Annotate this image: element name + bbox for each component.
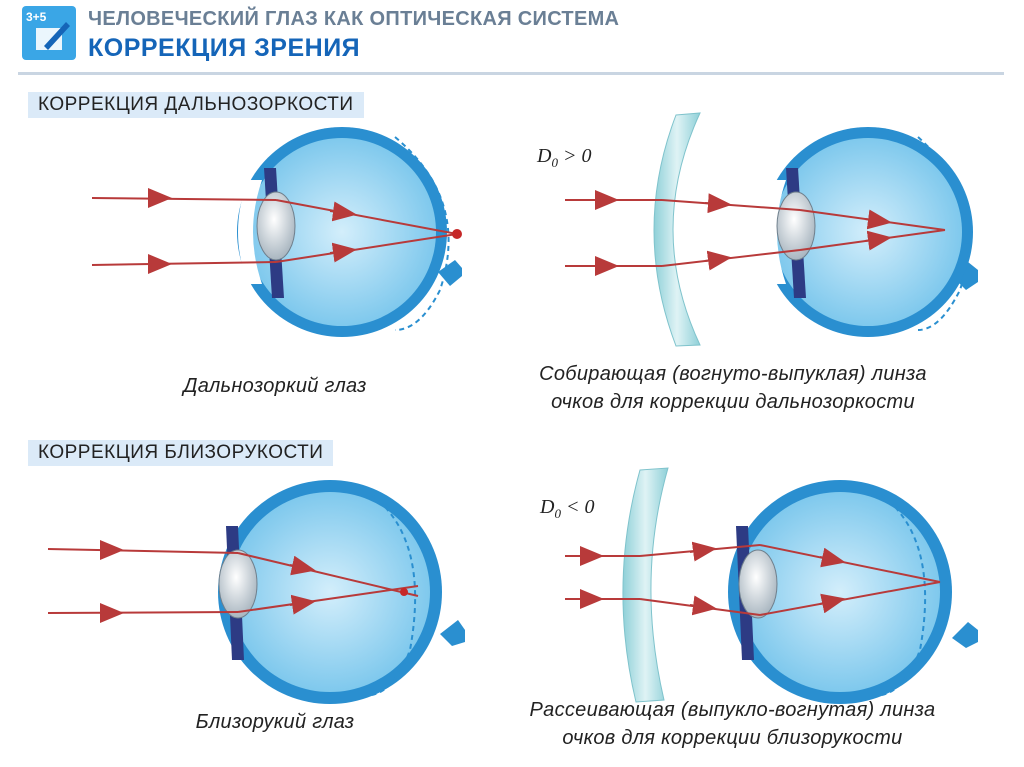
normal-eye-outline xyxy=(394,136,450,331)
lens-power-relation: > 0 xyxy=(557,145,592,167)
lens-power-label-converging: D0 > 0 xyxy=(537,145,591,171)
caption-diverging-lens: Рассеивающая (выпукло-вогнутая) линза оч… xyxy=(460,696,1005,752)
ray-arrow xyxy=(689,541,717,562)
ray xyxy=(47,548,239,554)
crystalline-lens xyxy=(218,549,258,619)
ray-arrow xyxy=(864,230,892,251)
caption-myopic-eye: Близорукий глаз xyxy=(195,711,355,733)
ray-arrow xyxy=(864,209,892,230)
normal-eye-outline xyxy=(881,494,927,696)
lens-power-label-diverging: D0 < 0 xyxy=(540,496,594,522)
focus-point xyxy=(452,229,462,239)
logo-text: 3+5 xyxy=(26,10,47,24)
caption-line: очков для коррекции дальнозоркости xyxy=(551,391,915,413)
optic-nerve xyxy=(952,622,978,648)
ray-arrow xyxy=(819,547,846,568)
eye-hyperopic-corrected xyxy=(565,112,978,347)
ray xyxy=(237,552,419,597)
lens-power-subscript: 0 xyxy=(551,155,558,170)
ray xyxy=(91,261,277,266)
lens-power-symbol: D xyxy=(537,145,552,167)
eye-myopic-corrected xyxy=(565,467,978,704)
ray-arrow xyxy=(819,593,846,614)
section-label-hyperopia: КОРРЕКЦИЯ ДАЛЬНОЗОРКОСТИ xyxy=(28,92,364,118)
caption-line: очков для коррекции близорукости xyxy=(562,727,903,749)
cornea xyxy=(238,180,262,284)
converging-lens xyxy=(653,112,701,347)
cornea xyxy=(200,540,224,644)
header-divider xyxy=(18,72,1004,75)
optic-nerve xyxy=(440,620,465,646)
lens-power-subscript: 0 xyxy=(554,506,561,521)
cornea xyxy=(710,540,734,644)
caption-hyperopic-eye: Дальнозоркий глаз xyxy=(183,375,367,397)
eye-hyperopic xyxy=(91,127,462,337)
eye-interior xyxy=(740,492,940,692)
ray xyxy=(275,199,458,235)
section-label-myopia: КОРРЕКЦИЯ БЛИЗОРУКОСТИ xyxy=(28,440,334,466)
ray-arrow xyxy=(329,201,357,222)
eye-interior xyxy=(248,138,436,326)
lens-power-symbol: D xyxy=(540,496,555,518)
normal-eye-outline xyxy=(371,494,417,696)
ray xyxy=(91,197,277,201)
ray-arrow xyxy=(689,595,717,616)
lens-power-relation: < 0 xyxy=(560,496,595,518)
logo-icon: 3+5 xyxy=(22,6,76,60)
header-subtitle: КОРРЕКЦИЯ ЗРЕНИЯ xyxy=(88,34,361,62)
ray-arrow xyxy=(704,250,732,271)
ray-arrow xyxy=(329,242,357,263)
ray xyxy=(759,544,941,583)
eye-myopic xyxy=(47,480,465,704)
ray xyxy=(759,581,941,616)
header-title: ЧЕЛОВЕЧЕСКИЙ ГЛАЗ КАК ОПТИЧЕСКАЯ СИСТЕМА xyxy=(88,8,620,30)
ray xyxy=(237,585,419,613)
ray-arrow xyxy=(704,193,732,214)
crystalline-lens xyxy=(256,191,296,261)
ray-arrow xyxy=(289,555,316,576)
optic-nerve xyxy=(438,260,462,286)
eye-interior xyxy=(230,492,430,692)
caption-converging-lens: Собирающая (вогнуто-выпуклая) линза очко… xyxy=(468,360,998,416)
optic-nerve xyxy=(954,262,978,290)
slide-header: 3+5 ЧЕЛОВЕЧЕСКИЙ ГЛАЗ КАК ОПТИЧЕСКАЯ СИС… xyxy=(18,4,1004,72)
ray-arrow xyxy=(289,594,316,615)
diverging-lens xyxy=(622,467,669,703)
normal-eye-outline xyxy=(917,136,969,331)
caption-line: Рассеивающая (выпукло-вогнутая) линза xyxy=(529,699,936,721)
pen-icon xyxy=(36,22,70,50)
caption-line: Собирающая (вогнуто-выпуклая) линза xyxy=(539,363,927,385)
crystalline-lens xyxy=(738,549,778,619)
focus-point xyxy=(400,588,408,596)
ray xyxy=(275,233,458,263)
cornea xyxy=(762,180,786,284)
ray xyxy=(47,611,239,614)
